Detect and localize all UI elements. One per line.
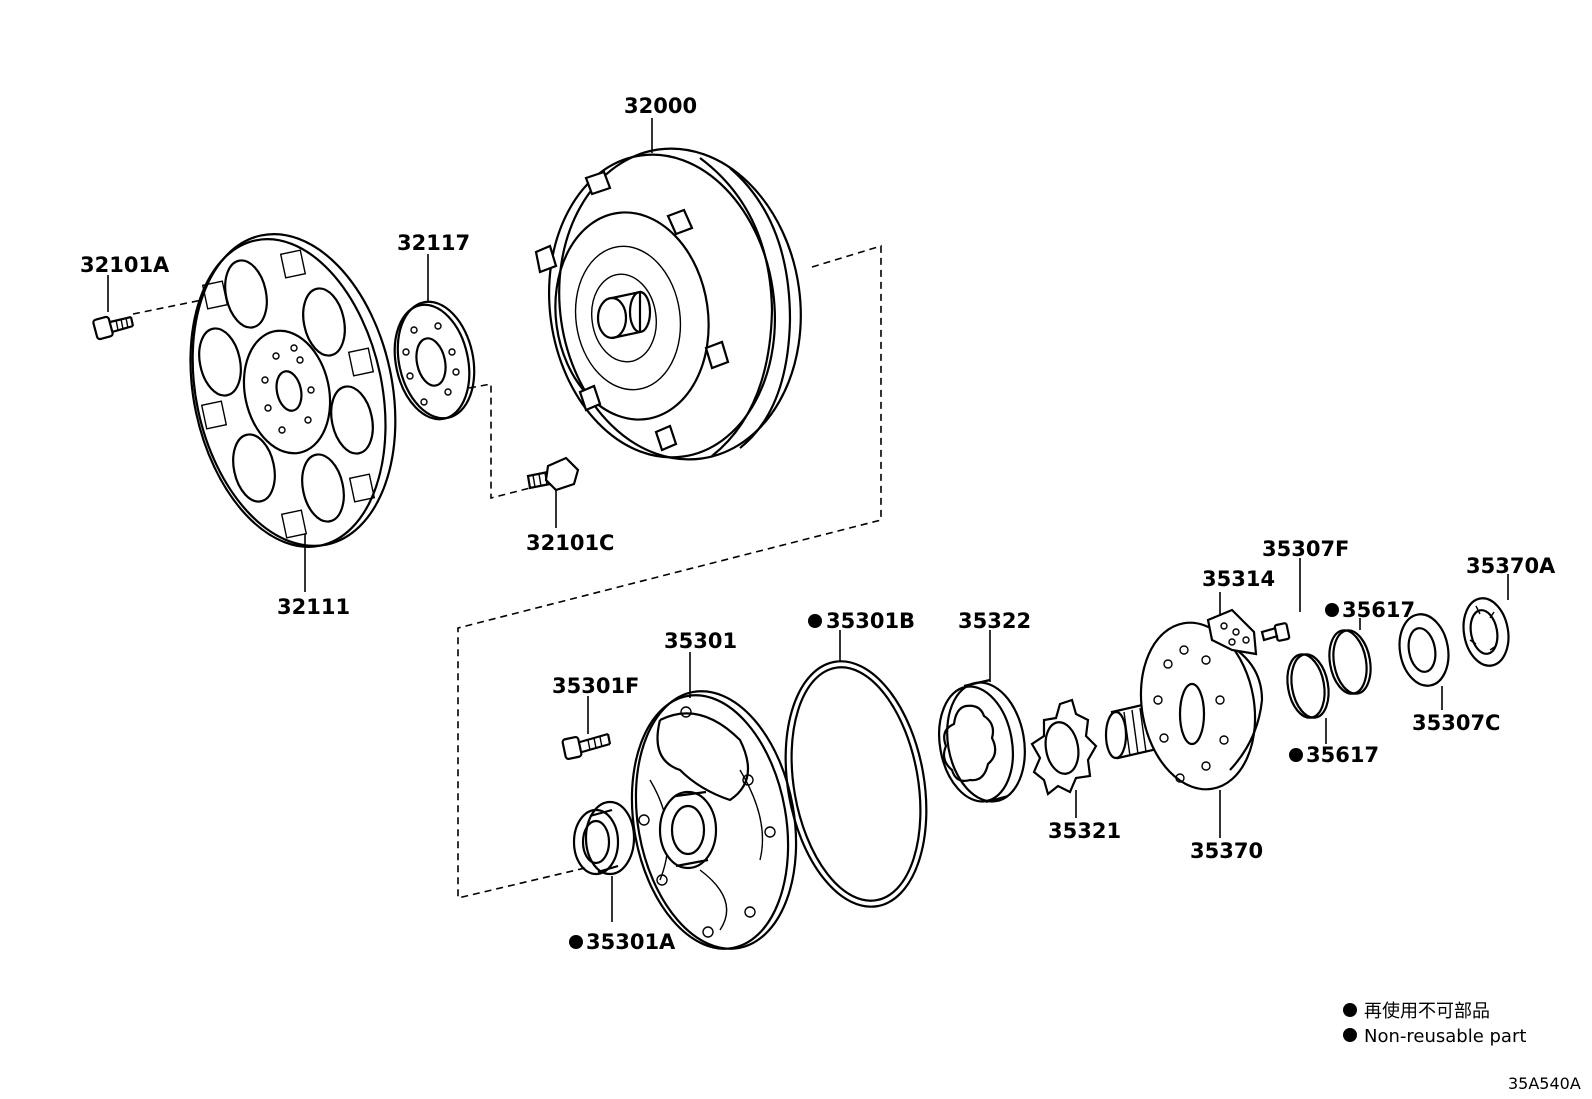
legend-dot-japanese	[1343, 1003, 1357, 1017]
torque-converter-32000[interactable]	[530, 133, 821, 475]
seal-ring-35617-outer[interactable]	[1325, 627, 1376, 696]
seal-ring-35617-inner[interactable]	[1283, 651, 1334, 720]
drive-plate-32111[interactable]	[164, 215, 423, 565]
label-32101C[interactable]: 32101C	[526, 531, 614, 555]
label-35314[interactable]: 35314	[1202, 567, 1275, 591]
label-32117[interactable]: 32117	[397, 231, 470, 255]
non-reusable-marker-35617-outer	[1325, 603, 1339, 617]
drive-gear-35321[interactable]	[1030, 698, 1098, 796]
o-ring-35301B[interactable]	[768, 650, 945, 918]
legend-english: Non-reusable part	[1364, 1026, 1526, 1047]
bolt-35307F[interactable]	[1260, 622, 1291, 642]
part-labels: 32000 32101A 32117 32101C 32111 35301 35…	[80, 94, 1556, 954]
stator-shaft-35370[interactable]	[1104, 614, 1268, 799]
label-32101A[interactable]: 32101A	[80, 253, 170, 277]
label-35370A[interactable]: 35370A	[1466, 554, 1556, 578]
non-reusable-marker-35301B	[808, 614, 822, 628]
non-reusable-marker-35301A	[569, 935, 583, 949]
bolt-32101C[interactable]	[526, 456, 580, 492]
bolt-35301F[interactable]	[561, 732, 612, 760]
label-35370[interactable]: 35370	[1190, 839, 1263, 863]
bolt-32101A[interactable]	[92, 315, 135, 341]
legend-dot-english	[1343, 1028, 1357, 1042]
non-reusable-marker-35617-inner	[1289, 748, 1303, 762]
pump-body-35301[interactable]	[613, 678, 815, 961]
label-35301B[interactable]: 35301B	[826, 609, 915, 633]
label-35617-inner[interactable]: 35617	[1306, 743, 1379, 767]
driven-gear-35322[interactable]	[930, 676, 1033, 807]
dashed-assembly-lines	[132, 244, 882, 900]
label-32111[interactable]: 32111	[277, 595, 350, 619]
leader-lines	[107, 118, 1509, 922]
label-35322[interactable]: 35322	[958, 609, 1031, 633]
thrust-washer-35307C[interactable]	[1394, 610, 1454, 689]
label-35321[interactable]: 35321	[1048, 819, 1121, 843]
thrust-bearing-35370A[interactable]	[1458, 595, 1513, 670]
oil-seal-35301A[interactable]	[572, 800, 636, 876]
label-35301F[interactable]: 35301F	[552, 674, 639, 698]
legend-japanese: 再使用不可部品	[1364, 1001, 1490, 1022]
plate-35314[interactable]	[1206, 608, 1258, 656]
legend: 再使用不可部品 Non-reusable part	[1343, 1001, 1526, 1047]
label-35617-outer[interactable]: 35617	[1342, 598, 1415, 622]
label-35307C[interactable]: 35307C	[1412, 711, 1500, 735]
diagram-code: 35A540A	[1508, 1074, 1581, 1093]
label-35301A[interactable]: 35301A	[586, 930, 676, 954]
label-35307F[interactable]: 35307F	[1262, 537, 1349, 561]
label-35301[interactable]: 35301	[664, 629, 737, 653]
spacer-32117[interactable]	[385, 295, 485, 427]
label-32000[interactable]: 32000	[624, 94, 697, 118]
